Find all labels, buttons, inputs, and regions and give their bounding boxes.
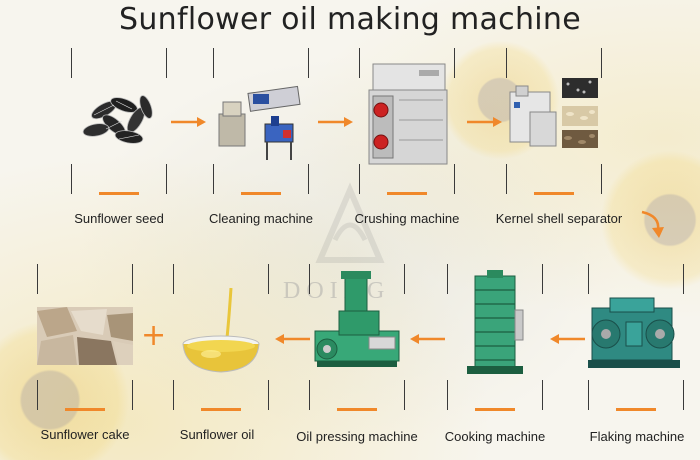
step-card-cooking-machine: [447, 264, 543, 411]
step-label: Flaking machine: [589, 429, 685, 444]
arrow-left-icon: [275, 334, 310, 344]
plus-icon: +: [141, 318, 167, 353]
step-label: Kernel shell separator: [495, 211, 623, 226]
arrow-left-icon: [410, 334, 445, 344]
step-label: Crushing machine: [354, 211, 460, 226]
step-label: Cooking machine: [444, 429, 546, 444]
step-card-sunflower-oil: [173, 264, 269, 411]
arrow-right-icon: [318, 117, 353, 127]
arrow-right-icon: [171, 117, 206, 127]
cleaning-machine-icon: [218, 85, 301, 160]
step-card-cleaning-machine: [213, 48, 309, 195]
step-card-crushing-machine: [359, 48, 455, 195]
step-card-sunflower-cake: [37, 264, 133, 411]
step-label: Sunflower seed: [74, 211, 164, 226]
step-card-oil-pressing-machine: [309, 264, 405, 411]
step-card-flaking-machine: [588, 264, 684, 411]
kernel-shell-separator-icon: [509, 78, 598, 148]
arrow-right-icon: [467, 117, 502, 127]
step-label: Oil pressing machine: [296, 429, 418, 444]
step-card-kernel-shell-separator: [506, 48, 602, 195]
step-label: Sunflower cake: [40, 427, 130, 442]
flaking-machine-icon: [588, 297, 680, 368]
arrow-turn-down-icon: [641, 210, 664, 238]
arrow-left-icon: [550, 334, 585, 344]
oil-press-icon: [314, 271, 400, 367]
step-label: Sunflower oil: [179, 427, 255, 442]
crushing-machine-icon: [368, 63, 448, 165]
watermark-logo-icon: [315, 182, 385, 263]
sunflower-cake-icon: [37, 307, 133, 365]
sunflower-seeds-icon: [82, 95, 153, 144]
cooking-machine-icon: [467, 270, 524, 374]
sunflower-oil-icon: [182, 288, 260, 373]
step-label: Cleaning machine: [208, 211, 314, 226]
step-card-sunflower-seed: [71, 48, 167, 195]
page-title: Sunflower oil making machine: [119, 2, 581, 37]
